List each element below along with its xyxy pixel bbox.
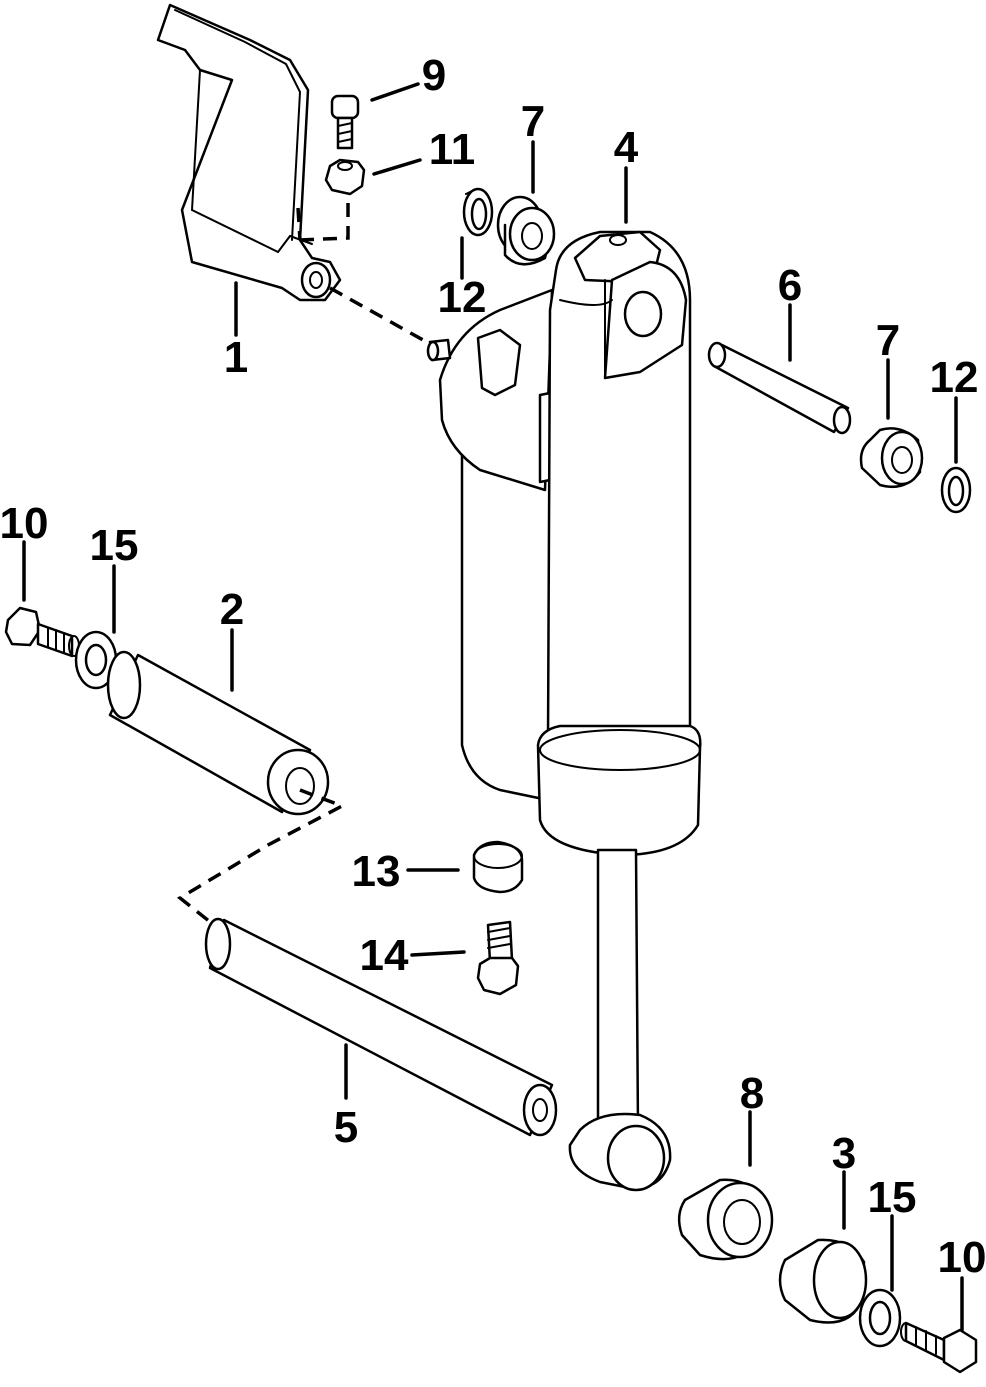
- bushing-part: [496, 195, 556, 266]
- screw-part: [330, 94, 360, 150]
- tilt-cylinder-part: [426, 230, 702, 1192]
- bracket-part: [156, 3, 342, 302]
- callout-12b: 12: [930, 353, 979, 402]
- nut-part: [324, 158, 366, 196]
- callout-labels: 1 2 3 4 5 6 7 7 8 9 10 10 11 12 12 13 14…: [0, 51, 986, 1282]
- pin-part: [707, 341, 852, 435]
- washer-part: [74, 630, 118, 690]
- callout-1: 1: [224, 333, 248, 382]
- bushing-part: [859, 427, 924, 489]
- callout-7a: 7: [521, 97, 545, 146]
- callout-4: 4: [614, 123, 639, 172]
- screw-part: [476, 920, 520, 996]
- retaining-ring-part: [940, 466, 972, 514]
- callout-3: 3: [832, 1129, 856, 1178]
- dashed-alignment-line: [296, 207, 302, 241]
- spacer-part: [778, 1238, 868, 1324]
- bolt-part: [4, 606, 80, 658]
- callout-13: 13: [352, 847, 401, 896]
- callout-8: 8: [740, 1069, 764, 1118]
- callout-7b: 7: [876, 316, 900, 365]
- bolt-part: [900, 1321, 978, 1374]
- leader-lines: [22, 82, 964, 1332]
- spacer-tube-part: [106, 650, 330, 816]
- dashed-alignment-line: [329, 286, 433, 347]
- retaining-ring-part: [462, 187, 494, 237]
- tube-part: [204, 917, 558, 1137]
- callout-15a: 15: [90, 521, 139, 570]
- callout-6: 6: [778, 261, 802, 310]
- callout-5: 5: [334, 1103, 358, 1152]
- callout-10b: 10: [938, 1233, 986, 1282]
- callout-10a: 10: [0, 499, 48, 548]
- dashed-alignment-line: [299, 200, 350, 242]
- spacer-part: [472, 840, 524, 894]
- callout-11: 11: [429, 125, 476, 174]
- callout-15b: 15: [868, 1173, 917, 1222]
- callout-14: 14: [360, 931, 409, 980]
- washer-part: [858, 1288, 902, 1348]
- callout-12a: 12: [438, 273, 487, 322]
- bushing-part: [677, 1178, 774, 1261]
- dashed-alignment-line: [176, 788, 347, 927]
- callout-9: 9: [422, 51, 446, 100]
- callout-2: 2: [220, 585, 244, 634]
